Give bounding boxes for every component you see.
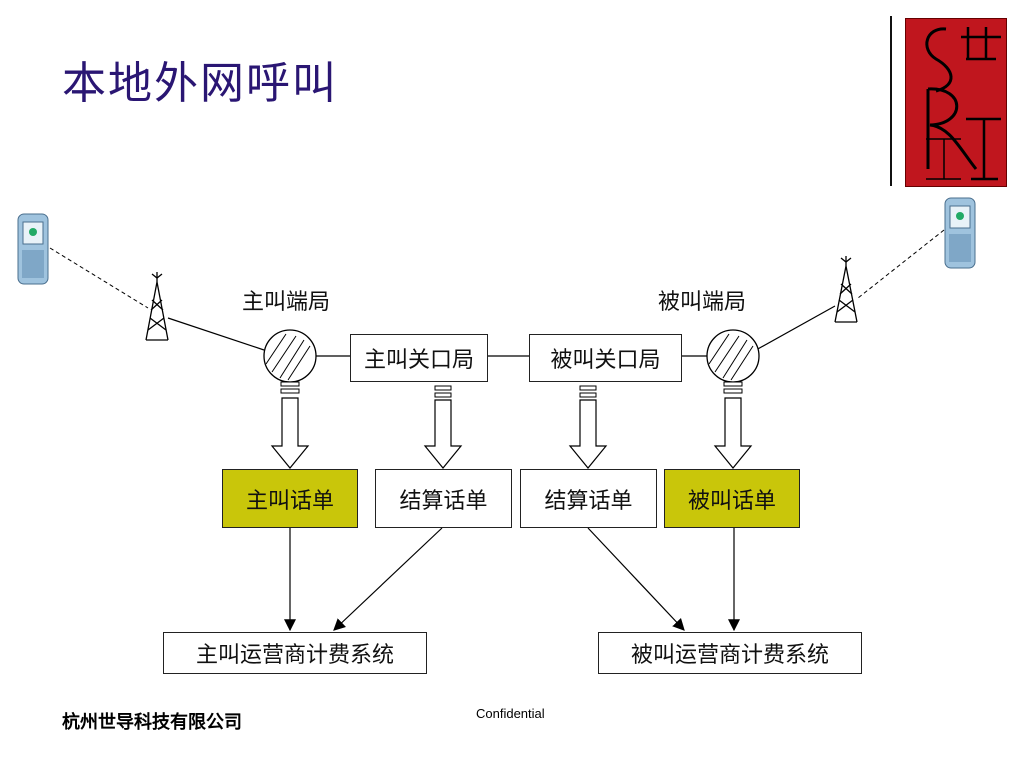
- callee-switch-icon: [706, 329, 760, 394]
- footer-confidential: Confidential: [476, 706, 545, 721]
- callee-gateway-box: 被叫关口局: [529, 334, 682, 382]
- caller-cdr-box: 主叫话单: [222, 469, 358, 528]
- caller-billing-box: 主叫运营商计费系统: [163, 632, 427, 674]
- settlement-cdr-box-1: 结算话单: [375, 469, 512, 528]
- left-phone-icon: [17, 213, 49, 285]
- caller-switch-icon: [263, 329, 317, 394]
- logo-divider: [890, 16, 892, 186]
- company-logo: [905, 18, 1007, 187]
- page-title: 本地外网呼叫: [62, 58, 338, 109]
- footer-company: 杭州世导科技有限公司: [62, 712, 242, 733]
- callee-cdr-box: 被叫话单: [664, 469, 800, 528]
- gateway-connectors: [434, 385, 597, 398]
- left-tower-icon: [145, 272, 169, 341]
- callee-office-label: 被叫端局: [658, 290, 747, 315]
- logo-glyph: [925, 27, 1001, 181]
- right-phone-icon: [944, 197, 976, 269]
- callee-billing-box: 被叫运营商计费系统: [598, 632, 862, 674]
- caller-office-label: 主叫端局: [242, 290, 331, 315]
- cdr-arrows: [270, 397, 753, 469]
- caller-gateway-box: 主叫关口局: [350, 334, 488, 382]
- settlement-cdr-box-2: 结算话单: [520, 469, 657, 528]
- right-tower-icon: [834, 256, 858, 323]
